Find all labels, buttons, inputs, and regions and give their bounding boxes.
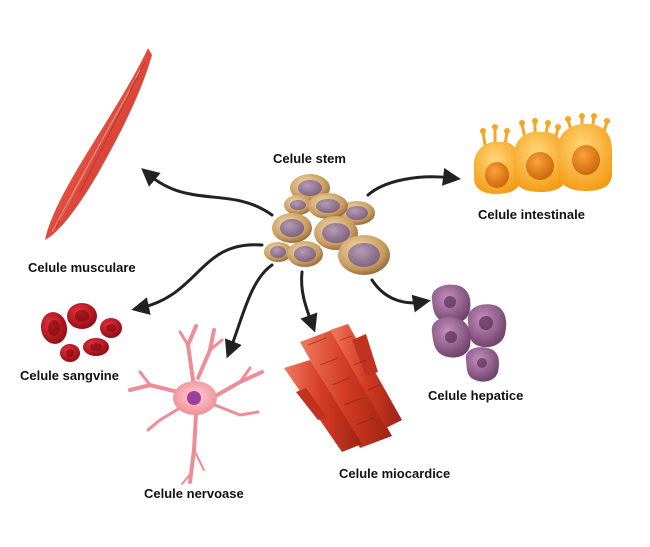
label-blood-cells: Celule sangvine [20,368,119,383]
hepatic-cells-illustration [431,284,507,382]
arrow-to-blood [131,243,264,315]
nerve-cell-illustration [128,324,264,485]
label-muscle-cells: Celule musculare [28,260,136,275]
arrow-to-intestinal [366,167,461,197]
arrow-to-nerve [224,263,274,359]
label-nerve-cells: Celule nervoase [144,486,244,501]
cardiac-cells-illustration [284,324,402,452]
stem-cells-cluster [264,174,390,275]
arrow-to-cardiac [300,270,318,333]
muscle-cell-illustration [45,48,152,240]
label-stem-cells: Celule stem [273,151,346,166]
arrow-to-hepatic [370,278,431,313]
arrow-to-muscle [141,168,274,217]
intestinal-cells-illustration [474,113,612,194]
blood-cells-illustration [40,303,122,362]
label-intestinal-cells: Celule intestinale [478,207,585,222]
label-cardiac-cells: Celule miocardice [339,466,451,481]
label-hepatic-cells: Celule hepatice [428,388,524,403]
